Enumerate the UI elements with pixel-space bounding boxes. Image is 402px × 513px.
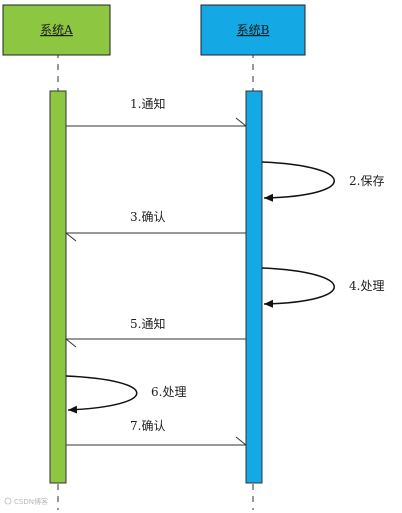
- message-4: 4.处理: [261, 267, 384, 308]
- participant-b: 系统B: [200, 4, 306, 56]
- message-2-label: 2.保存: [349, 174, 384, 188]
- message-4-curve: [261, 267, 335, 308]
- message-4-label: 4.处理: [349, 279, 384, 293]
- message-1-label: 1.通知: [130, 97, 165, 111]
- message-5-arrowhead: [65, 338, 77, 348]
- message-7: 7.确认: [66, 419, 247, 446]
- participant-b-label: 系统B: [237, 23, 270, 37]
- watermark-icon: [4, 497, 12, 505]
- participant-a-box: [2, 4, 111, 56]
- message-2-curve: [261, 161, 335, 202]
- message-5-label: 5.通知: [130, 317, 165, 331]
- message-7-label: 7.确认: [130, 419, 165, 433]
- message-6: 6.处理: [65, 375, 186, 414]
- message-6-curve: [65, 375, 138, 414]
- message-1: 1.通知: [66, 97, 247, 127]
- watermark-text: CSDN博客: [14, 497, 48, 506]
- message-3-arrowhead: [65, 232, 77, 242]
- watermark: CSDN博客: [4, 497, 48, 506]
- participant-a-label: 系统A: [40, 23, 73, 37]
- message-6-label: 6.处理: [151, 385, 186, 399]
- message-1-arrowhead: [235, 117, 247, 127]
- participant-a: 系统A: [2, 4, 111, 56]
- message-7-arrowhead: [235, 436, 247, 446]
- activation-bar-a: [49, 90, 67, 484]
- activation-bar-b: [245, 90, 263, 484]
- message-3-label: 3.确认: [130, 210, 165, 224]
- participant-b-box: [200, 4, 306, 56]
- message-2: 2.保存: [261, 161, 384, 202]
- message-5: 5.通知: [65, 317, 246, 348]
- message-3: 3.确认: [65, 210, 246, 242]
